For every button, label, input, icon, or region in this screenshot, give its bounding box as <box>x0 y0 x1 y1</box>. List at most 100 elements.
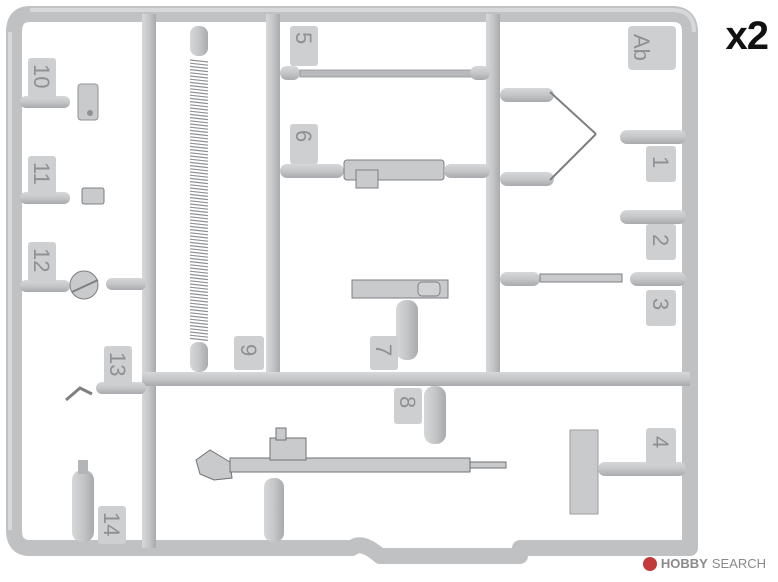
part-7 <box>352 280 448 360</box>
spring-coil <box>190 242 208 244</box>
spring-coil <box>190 274 208 276</box>
spring-coil <box>190 108 208 110</box>
spring-coil <box>190 223 208 225</box>
part-9-spring <box>190 26 208 372</box>
spring-coil <box>190 172 208 174</box>
spring-coil <box>190 140 208 142</box>
spring-coil <box>190 258 208 260</box>
spring-coil <box>190 335 208 337</box>
spring-coil <box>190 111 208 113</box>
spring-coil <box>190 230 208 232</box>
spring-coil <box>190 134 208 136</box>
spring-coil <box>190 265 208 267</box>
part-14 <box>72 460 94 542</box>
spring-coil <box>190 268 208 270</box>
spring-coil <box>190 188 208 190</box>
spring-coil <box>190 210 208 212</box>
spring-coil <box>190 60 208 62</box>
part-13 <box>66 388 92 400</box>
spring-coil <box>190 290 208 292</box>
spring-coil <box>190 143 208 145</box>
spring-coil <box>190 79 208 81</box>
part-number-10: 10 <box>29 64 54 88</box>
spring-coil <box>190 73 208 75</box>
part-number-8: 8 <box>395 396 420 408</box>
spring-coil <box>190 198 208 200</box>
spring-coil <box>190 207 208 209</box>
spring-coil <box>190 92 208 94</box>
spring-coil <box>190 185 208 187</box>
spring-coil <box>190 76 208 78</box>
spring-coil <box>190 95 208 97</box>
spring-coil <box>190 316 208 318</box>
spring-coil <box>190 166 208 168</box>
spring-coil <box>190 204 208 206</box>
part-10 <box>78 84 98 120</box>
spring-coil <box>190 146 208 148</box>
part-number-13: 13 <box>105 352 130 376</box>
spring-coil <box>190 159 208 161</box>
spring-coil <box>190 191 208 193</box>
spring-coil <box>190 322 208 324</box>
part-number-6: 6 <box>291 130 316 142</box>
spring-coil <box>190 150 208 152</box>
part-12 <box>70 271 98 299</box>
spring-coil <box>190 236 208 238</box>
spring-coil <box>190 70 208 72</box>
spring-coil <box>190 114 208 116</box>
spring-coil <box>190 262 208 264</box>
spring-coil <box>190 66 208 68</box>
part-number-11: 11 <box>29 162 54 185</box>
spring-coil <box>190 130 208 132</box>
watermark-brand-sub: SEARCH <box>712 556 766 571</box>
spring-coil <box>190 153 208 155</box>
spring-coil <box>190 105 208 107</box>
spring-coil <box>190 319 208 321</box>
spring-coil <box>190 281 208 283</box>
spring-coil <box>190 124 208 126</box>
spring-coil <box>190 300 208 302</box>
part-8-gate <box>424 386 446 444</box>
spring-coil <box>190 214 208 216</box>
spring-coil <box>190 255 208 257</box>
spring-coil <box>190 169 208 171</box>
spring-coil <box>190 306 208 308</box>
spring-coil <box>190 194 208 196</box>
spring-coil <box>190 201 208 203</box>
spring-coil <box>190 278 208 280</box>
spring-coil <box>190 297 208 299</box>
spring-coil <box>190 182 208 184</box>
spring-coil <box>190 313 208 315</box>
spring-coil <box>190 127 208 129</box>
spring-coil <box>190 303 208 305</box>
spring-coil <box>190 178 208 180</box>
spring-coil <box>190 332 208 334</box>
part-number-7: 7 <box>371 344 396 356</box>
spring-coil <box>190 239 208 241</box>
spring-coil <box>190 63 208 65</box>
part-number-3: 3 <box>648 298 673 310</box>
spring-coil <box>190 310 208 312</box>
part-11 <box>82 188 104 204</box>
part-number-14: 14 <box>99 512 124 536</box>
spring-coil <box>190 118 208 120</box>
spring-coil <box>190 249 208 251</box>
part-machine-gun <box>196 428 506 542</box>
spring-coil <box>190 156 208 158</box>
spring-coil <box>190 338 208 340</box>
spring-coil <box>190 175 208 177</box>
brand-logo-icon <box>643 557 657 571</box>
spring-coil <box>190 86 208 88</box>
spring-coil <box>190 226 208 228</box>
watermark: HOBBY SEARCH <box>643 556 766 571</box>
spring-coil <box>190 102 208 104</box>
part-number-1: 1 <box>648 156 673 168</box>
spring-coil <box>190 284 208 286</box>
part-number-12: 12 <box>29 248 54 272</box>
spring-coil <box>190 294 208 296</box>
spring-coil <box>190 137 208 139</box>
spring-coil <box>190 89 208 91</box>
watermark-brand-main: HOBBY <box>661 556 708 571</box>
